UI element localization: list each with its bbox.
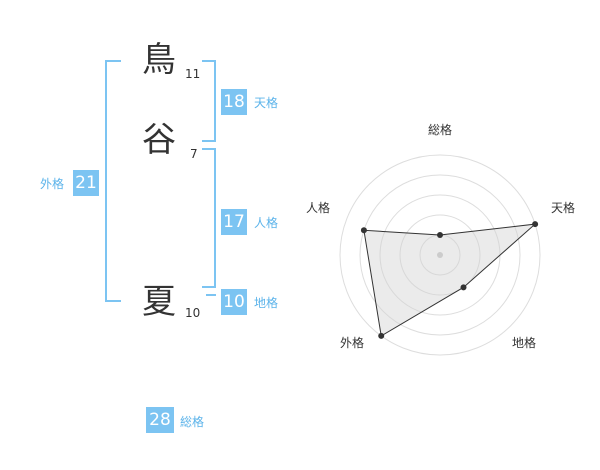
radar-point-0 [437, 232, 443, 238]
chikaku-label: 地格 [254, 296, 279, 310]
jinkaku-label: 人格 [254, 216, 279, 230]
radar-axis-label-soukaku: 総格 [428, 123, 453, 137]
tenkaku-label: 天格 [254, 96, 279, 110]
name-char-2: 谷 [142, 120, 176, 160]
name-char-1-strokes: 11 [185, 67, 201, 81]
radar-axis-label-tenkaku: 天格 [551, 201, 576, 215]
name-char-3-strokes: 10 [185, 306, 201, 320]
fortune-radar-chart [339, 154, 541, 356]
radar-axis-label-jinkaku: 人格 [306, 201, 331, 215]
radar-point-4 [360, 227, 367, 234]
soukaku-value-badge: 28 [146, 407, 174, 433]
jinkaku-value-badge: 17 [221, 209, 247, 235]
radar-point-3 [378, 332, 385, 339]
radar-grid-ring [399, 214, 481, 296]
chikaku-bracket [206, 294, 216, 296]
soukaku-label: 総格 [180, 415, 205, 429]
radar-point-2 [460, 284, 467, 291]
jinkaku-bracket [202, 148, 216, 288]
radar-axis-label-gaikaku: 外格 [340, 336, 365, 350]
outer-bracket [105, 60, 121, 302]
radar-center-point [437, 252, 443, 258]
radar-grid-ring [359, 174, 521, 336]
tenkaku-value-badge: 18 [221, 89, 247, 115]
gaikaku-value-badge: 21 [73, 170, 99, 196]
chikaku-value-badge: 10 [221, 289, 247, 315]
name-char-3: 夏 [142, 282, 176, 322]
radar-point-1 [532, 221, 539, 228]
radar-axis-label-chikaku: 地格 [512, 336, 537, 350]
radar-value-polygon [363, 223, 537, 337]
name-char-2-strokes: 7 [190, 147, 198, 161]
gaikaku-label: 外格 [40, 177, 65, 191]
tenkaku-bracket [202, 60, 216, 142]
name-char-1: 鳥 [142, 40, 176, 80]
